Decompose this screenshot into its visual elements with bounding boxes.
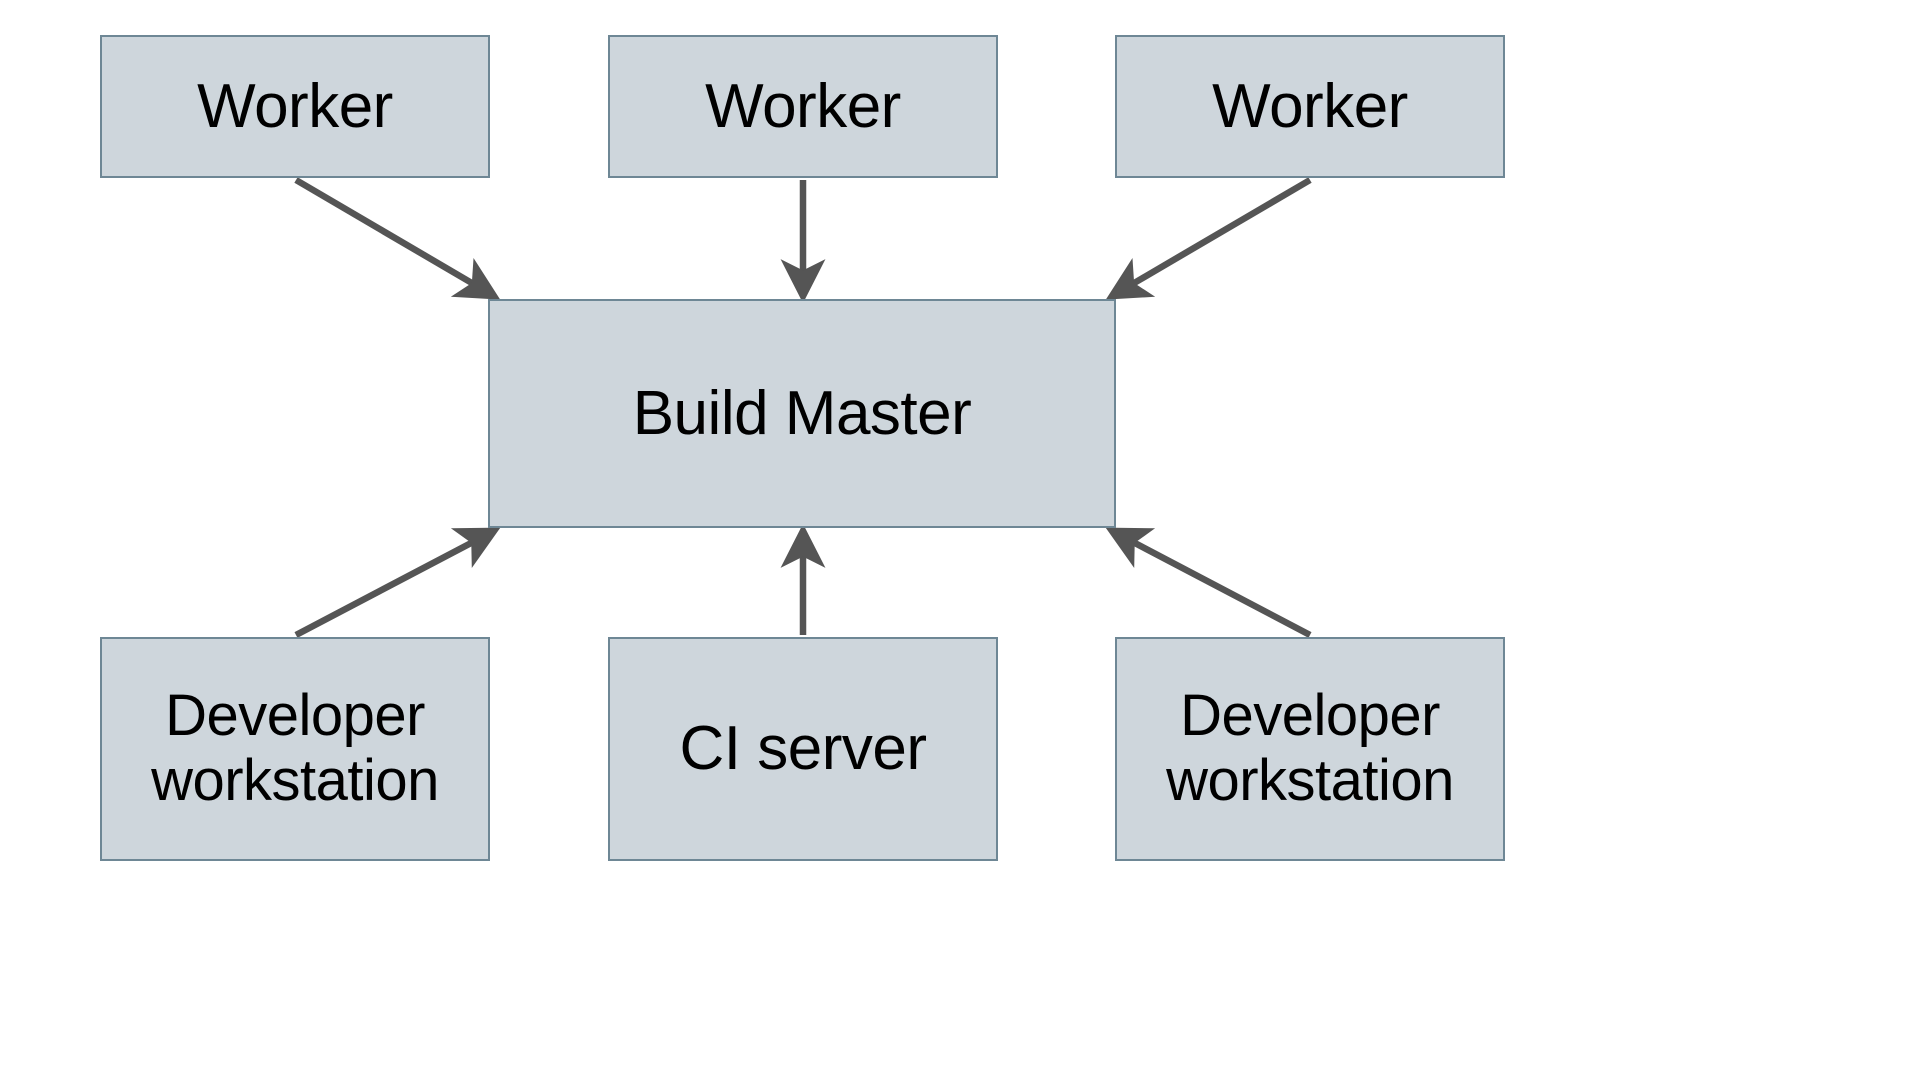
- edge-worker-3-to-build-master: [1105, 177, 1312, 300]
- node-developer-workstation-right-label: Developer workstation: [1166, 683, 1454, 813]
- node-worker-1-label: Worker: [197, 71, 393, 141]
- node-ci-server[interactable]: CI server: [608, 637, 998, 861]
- node-developer-workstation-left[interactable]: Developer workstation: [100, 637, 490, 861]
- node-worker-2[interactable]: Worker: [608, 35, 998, 178]
- node-worker-3[interactable]: Worker: [1115, 35, 1505, 178]
- node-worker-1[interactable]: Worker: [100, 35, 490, 178]
- node-developer-workstation-right[interactable]: Developer workstation: [1115, 637, 1505, 861]
- edge-worker-1-to-build-master: [294, 177, 501, 300]
- node-build-master-label: Build Master: [632, 378, 972, 448]
- edge-dev-ws-left-to-build-master: [294, 527, 501, 638]
- node-build-master[interactable]: Build Master: [488, 299, 1116, 528]
- node-worker-2-label: Worker: [705, 71, 901, 141]
- node-developer-workstation-left-label: Developer workstation: [151, 683, 439, 813]
- edge-dev-ws-right-to-build-master: [1105, 527, 1312, 638]
- node-worker-3-label: Worker: [1212, 71, 1408, 141]
- node-ci-server-label: CI server: [679, 714, 927, 784]
